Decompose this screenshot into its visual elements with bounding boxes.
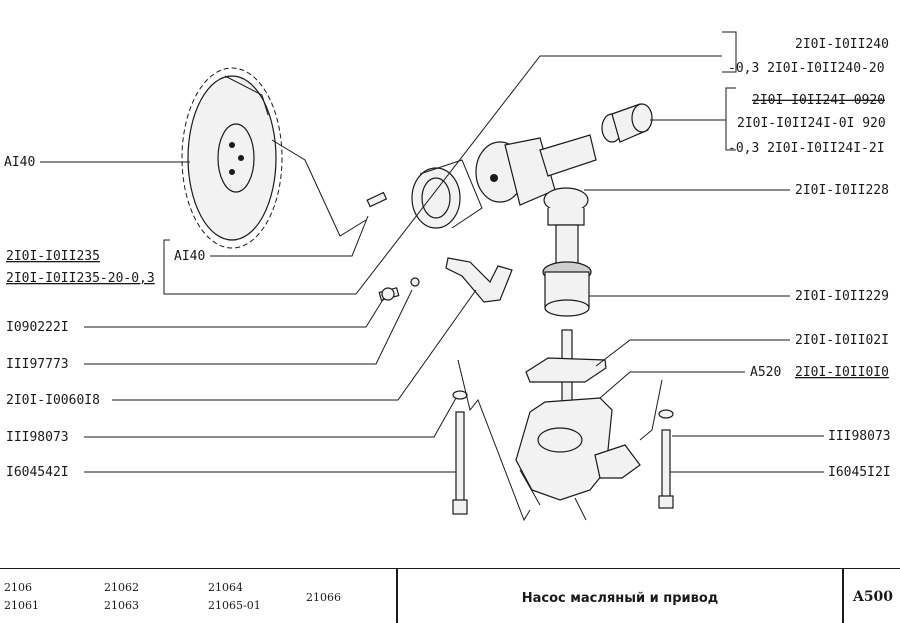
label-bushing-1: 2I0I-I0II240 (795, 37, 889, 52)
model-2106: 2106 (4, 581, 32, 594)
oil-pump-housing-part (515, 397, 641, 521)
oil-pipe-bracket-part (445, 257, 513, 303)
sleeve-part (601, 103, 653, 143)
model-21065-01: 21065-01 (208, 599, 261, 612)
bracket-gear-housing (163, 55, 722, 295)
label-bushing-2: -0,3 2I0I-I0II240-20 (728, 61, 885, 76)
model-21064: 21064 (208, 581, 243, 594)
label-oil-pipe-bracket: 2I0I-I0060I8 (6, 393, 100, 408)
label-shaft-bushing: 2I0I-I0II229 (795, 289, 889, 304)
bushing-ring-part (411, 159, 483, 229)
sheet-title: Насос масляный и привод (521, 591, 719, 606)
title-divider-2 (842, 569, 844, 623)
label-pump: 2I0I-I0II0I0 (795, 365, 889, 380)
model-21061: 21061 (4, 599, 39, 612)
bracket-sleeve (725, 87, 736, 151)
label-sleeve-3: -0,3 2I0I-I0II24I-2I (728, 141, 885, 156)
bracket-bushing (722, 31, 737, 73)
leader-spring-washer-left (84, 397, 457, 438)
label-sprocket: AI40 (4, 155, 35, 170)
model-21062: 21062 (104, 581, 139, 594)
model-21066: 21066 (306, 591, 341, 604)
label-pump-prefix: A520 (750, 365, 781, 380)
model-21063: 21063 (104, 599, 139, 612)
leader-bracket (210, 215, 369, 257)
label-spring-washer-right: III98073 (828, 429, 891, 444)
label-bolt: I090222I (6, 320, 69, 335)
sheet-code: A500 (852, 589, 894, 605)
small-bolt-part (378, 277, 420, 301)
label-spring-washer-left: III98073 (6, 430, 69, 445)
long-bolt-right-part (639, 379, 674, 509)
label-long-bolt-right: I6045I2I (828, 465, 891, 480)
leader-washer (84, 289, 413, 365)
label-sleeve-1: 2I0I I0II24I 0920 (752, 93, 885, 108)
intermediate-shaft-part (475, 134, 597, 206)
leader-pump (599, 371, 745, 399)
label-gear-housing-1: 2I0I-I0II235 (6, 249, 100, 264)
label-sleeve-2: 2I0I-I0II24I-0I 920 (737, 116, 886, 131)
drive-gear-part (542, 187, 592, 317)
label-long-bolt-left: I604542I (6, 465, 69, 480)
title-block: 2106 21061 21062 21063 21064 21065-01 21… (0, 568, 900, 623)
label-gear-housing-2: 2I0I-I0II235-20-0,3 (6, 271, 155, 286)
gasket-part (525, 357, 607, 383)
leader-gasket (595, 339, 790, 367)
sprocket-part (181, 67, 283, 249)
label-gasket: 2I0I-I0II02I (795, 333, 889, 348)
leader-bolt (84, 297, 385, 328)
leader-pipe-bracket (112, 289, 477, 401)
long-bolt-left-part (452, 359, 531, 522)
label-washer: III97773 (6, 357, 69, 372)
label-drive-gear: 2I0I-I0II228 (795, 183, 889, 198)
label-bracket-code: AI40 (174, 249, 205, 264)
key-pin-part (366, 191, 388, 208)
title-divider-1 (396, 569, 398, 623)
